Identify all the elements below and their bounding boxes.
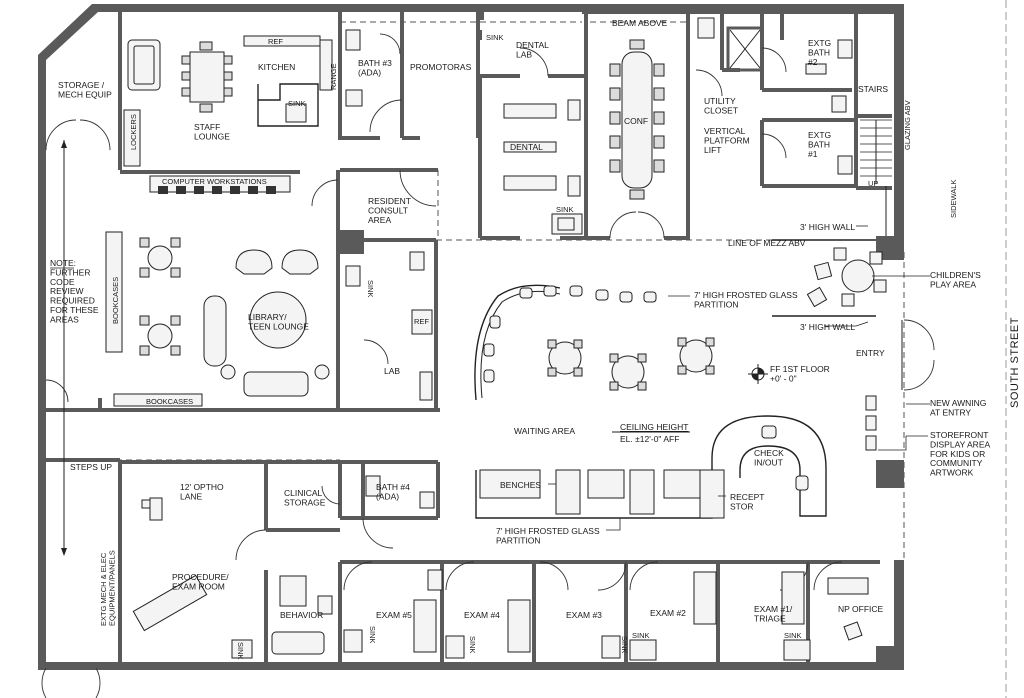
label-sink-kitchen: SINK xyxy=(288,99,306,108)
note-ceiling-el: EL. ±12'-0" AFF xyxy=(620,434,679,444)
label-behavior: BEHAVIOR xyxy=(280,610,323,620)
exam-room-fixtures xyxy=(343,561,869,661)
reception-desk xyxy=(699,415,827,519)
label-library: LIBRARY/TEEN LOUNGE xyxy=(248,312,309,331)
label-procedure-exam: PROCEDURE/EXAM ROOM xyxy=(172,572,229,591)
benches xyxy=(475,469,713,519)
label-lockers: LOCKERS xyxy=(129,114,138,150)
label-stairs: STAIRS xyxy=(858,84,888,94)
entry-storefront xyxy=(865,319,935,451)
library-furniture xyxy=(105,231,330,407)
label-exam3: EXAM #3 xyxy=(566,610,602,620)
label-sink-exam5: SINK xyxy=(368,626,377,644)
bath4-storage-fixtures xyxy=(321,475,435,549)
label-extg-mech-elec: EXTG MECH & ELECEQUIPMENT/PANELS xyxy=(99,550,116,626)
dashed-lines xyxy=(46,21,905,662)
label-exam5: EXAM #5 xyxy=(376,610,412,620)
label-entry: ENTRY xyxy=(856,348,885,358)
exterior-doors-bottom xyxy=(41,667,101,698)
computer-workstations xyxy=(149,175,291,194)
label-sink-exam3: SINK xyxy=(620,636,629,654)
left-doors xyxy=(45,119,339,556)
staff-lounge-furniture xyxy=(123,35,333,167)
consult-lab-fixtures xyxy=(345,169,437,401)
note-3ft-wall-top: 3' HIGH WALL xyxy=(800,222,855,232)
label-steps-up: STEPS UP xyxy=(70,462,112,472)
label-sink-behavior: SINK xyxy=(236,642,245,660)
label-sidewalk: SIDEWALK xyxy=(949,180,958,218)
label-waiting-area: WAITING AREA xyxy=(514,426,575,436)
label-exam1: EXAM #1/TRIAGE xyxy=(754,604,793,623)
label-sink-exam2: SINK xyxy=(632,631,650,640)
interior-walls xyxy=(46,12,892,662)
childrens-play-area xyxy=(772,239,887,317)
exterior-walls xyxy=(38,4,904,670)
label-sink-exam1: SINK xyxy=(784,631,802,640)
note-3ft-wall-bottom: 3' HIGH WALL xyxy=(800,322,855,332)
service-core xyxy=(695,17,892,236)
label-beam-above: BEAM ABOVE xyxy=(612,18,668,28)
label-conf: CONF xyxy=(624,116,648,126)
dental-fixtures xyxy=(503,47,583,235)
label-south-street: SOUTH STREET xyxy=(1009,317,1021,408)
note-ff-first-floor: FF 1ST FLOOR+0' - 0" xyxy=(770,364,830,383)
label-lab: LAB xyxy=(384,366,400,376)
note-ceiling-height: CEILING HEIGHT xyxy=(620,422,688,432)
label-sink-dental: SINK xyxy=(486,33,504,42)
label-dental: DENTAL xyxy=(510,142,543,152)
waiting-area-furniture xyxy=(474,284,768,433)
label-bath4: BATH #4(ADA) xyxy=(376,482,410,501)
label-exam4: EXAM #4 xyxy=(464,610,500,620)
label-storage-mech: STORAGE /MECH EQUIP xyxy=(58,80,112,99)
ortho-procedure-furniture xyxy=(132,497,333,659)
structural-columns xyxy=(340,4,588,254)
label-up: UP xyxy=(868,179,878,188)
label-np-office: NP OFFICE xyxy=(838,604,884,614)
label-promotoras: PROMOTORAS xyxy=(410,62,472,72)
label-bookcases-horizontal: BOOKCASES xyxy=(146,397,193,406)
label-exam2: EXAM #2 xyxy=(650,608,686,618)
label-sink-dental-bottom: SINK xyxy=(556,205,574,214)
label-ref-lab: REF xyxy=(414,317,429,326)
label-bath3: BATH #3(ADA) xyxy=(358,58,392,77)
conference-furniture xyxy=(609,39,665,239)
label-kitchen: KITCHEN xyxy=(258,62,295,72)
label-sink-consult: SINK xyxy=(366,280,375,298)
note-line-of-mezz: LINE OF MEZZ ABV xyxy=(728,238,806,248)
label-sink-exam4: SINK xyxy=(468,636,477,654)
bath3-fixtures xyxy=(345,29,403,133)
leader-lines xyxy=(548,0,1007,698)
label-glazing-abv: GLAZING ABV xyxy=(903,100,912,150)
label-computer-workstations: COMPUTER WORKSTATIONS xyxy=(162,177,267,186)
label-range: RANGE xyxy=(329,63,338,90)
label-ref-kitchen: REF xyxy=(268,37,283,46)
label-bookcases-vertical: BOOKCASES xyxy=(111,277,120,324)
label-benches: BENCHES xyxy=(500,480,541,490)
